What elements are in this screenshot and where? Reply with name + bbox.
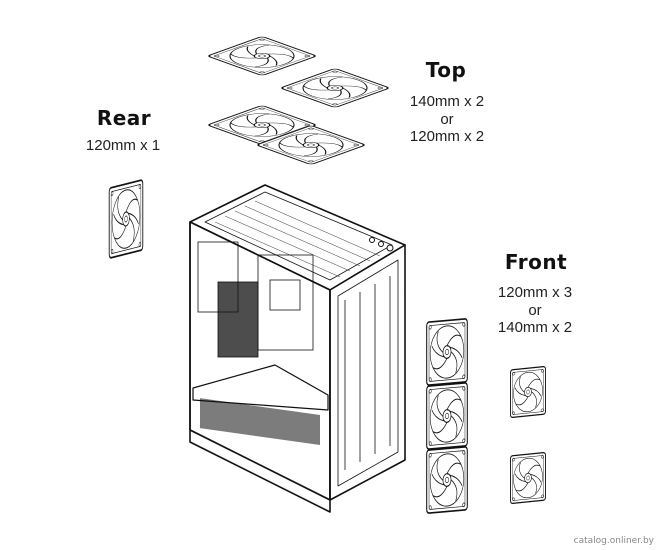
top-mesh: [214, 200, 381, 278]
front-fans-140-group: [509, 365, 547, 505]
top-fans-group: [206, 35, 391, 166]
top-spec-line-1: 140mm x 2: [409, 93, 485, 110]
watermark: catalog.onliner.by: [573, 536, 654, 546]
front-spec-line-3: 140mm x 2: [497, 319, 573, 336]
front-heading: Front: [504, 250, 568, 274]
rear-heading: Rear: [96, 106, 152, 130]
top-heading: Top: [425, 58, 467, 82]
front-fans-120-group: [425, 317, 469, 515]
front-fan-140-1: [509, 365, 547, 419]
top-fan-2: [279, 67, 391, 109]
top-fan-1: [206, 35, 318, 77]
front-fan-120-3: [425, 445, 469, 515]
rear-fan: [108, 178, 144, 260]
front-spec-line-1: 120mm x 3: [497, 284, 573, 301]
rear-spec-line-1: 120mm x 1: [85, 137, 161, 154]
front-fan-140-2: [509, 451, 547, 505]
front-fan-120-1: [425, 317, 469, 387]
front-spec-line-2: or: [528, 302, 542, 319]
interior-details: [197, 241, 391, 470]
front-io: [369, 237, 394, 252]
front-fan-120-2: [425, 381, 469, 451]
top-spec-line-2: or: [440, 111, 454, 128]
top-spec-line-3: 120mm x 2: [409, 128, 485, 145]
